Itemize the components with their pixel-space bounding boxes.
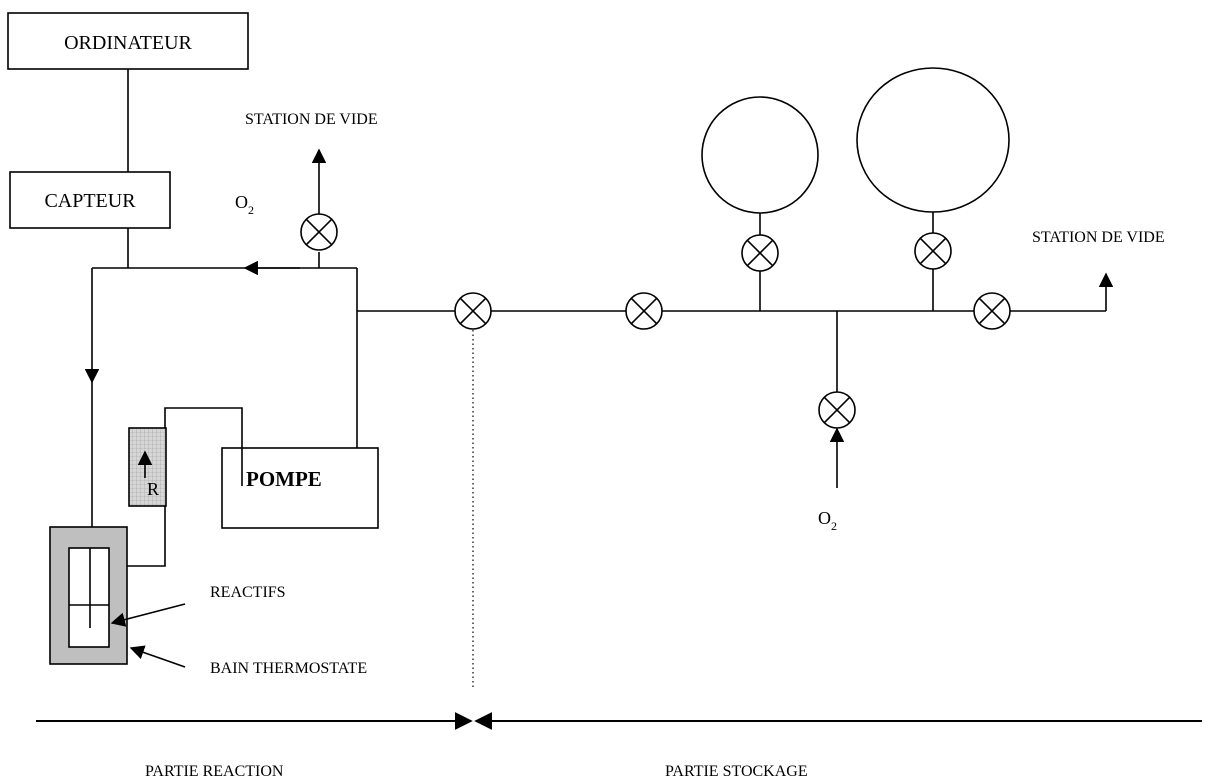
- sensor-box: [9, 171, 171, 229]
- storage-flask-large: [856, 67, 1010, 213]
- valve-icon[interactable]: [973, 292, 1011, 330]
- resistor-box: [128, 427, 167, 507]
- resistor-label: R: [147, 479, 159, 499]
- valve-icon[interactable]: [300, 213, 338, 251]
- valve-icon[interactable]: [741, 234, 779, 272]
- storage-part-label: PARTIE STOCKAGE: [665, 763, 808, 778]
- bath-label: BAIN THERMOSTATE: [210, 660, 367, 677]
- valve-icon[interactable]: [914, 232, 952, 270]
- reactants-pointer: [110, 603, 186, 627]
- valve-icon[interactable]: [625, 292, 663, 330]
- computer-box: [7, 12, 249, 70]
- pump-box: [221, 447, 379, 529]
- reactants-label: REACTIFS: [210, 584, 286, 601]
- reactor-vessel: [68, 547, 110, 648]
- reactor-outlet-line: [110, 506, 166, 567]
- o2-label-left: O2: [235, 192, 254, 217]
- vacuum-label-right: STATION DE VIDE: [1032, 229, 1165, 246]
- valve-icon[interactable]: [454, 292, 492, 330]
- pump-label: POMPE: [246, 467, 322, 491]
- storage-flask-small: [701, 96, 819, 214]
- pump-inlet-line: [164, 407, 243, 486]
- sensor-label: CAPTEUR: [44, 190, 136, 212]
- computer-label: ORDINATEUR: [64, 32, 192, 54]
- vacuum-label-left: STATION DE VIDE: [245, 111, 378, 128]
- reaction-part-label: PARTIE REACTION: [145, 763, 284, 778]
- o2-label-bottom: O2: [818, 508, 837, 533]
- valve-icon[interactable]: [818, 391, 856, 429]
- bath-pointer: [129, 645, 186, 668]
